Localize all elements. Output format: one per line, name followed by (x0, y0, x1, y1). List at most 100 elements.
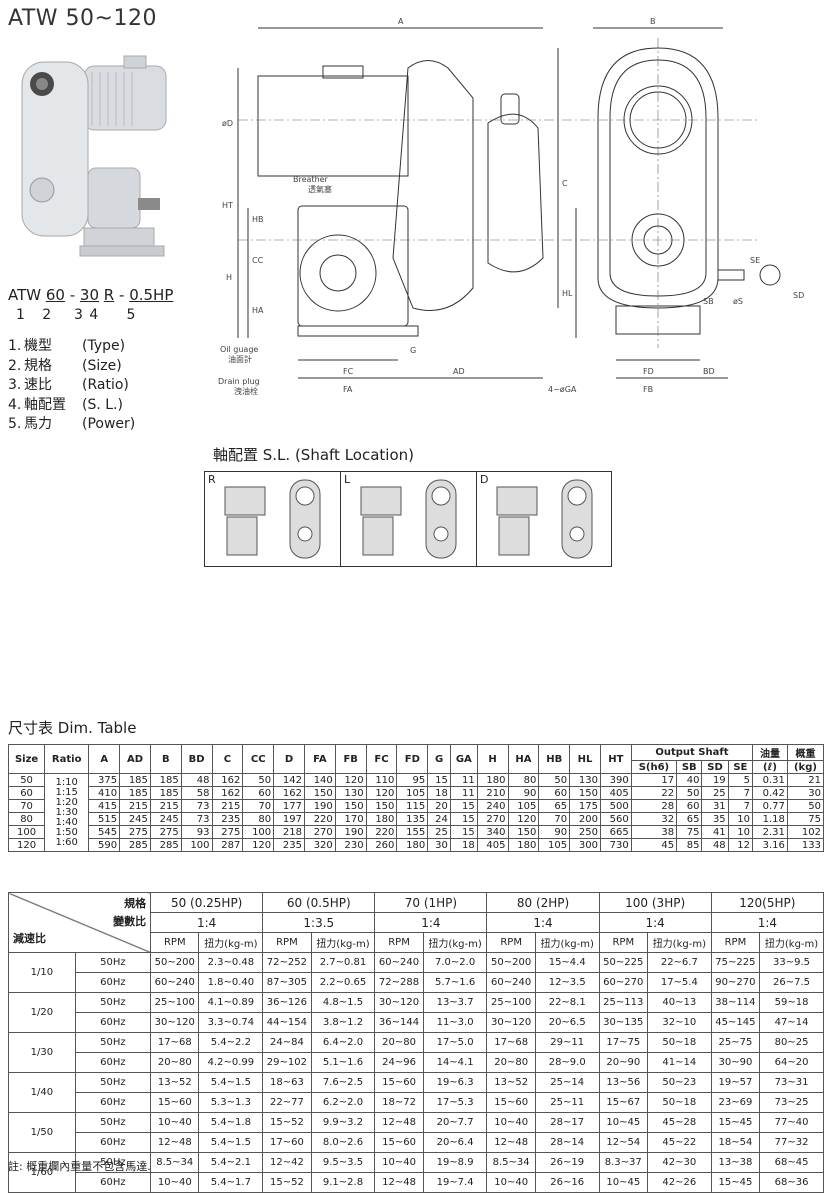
table-cell: 8.5~34 (486, 1152, 536, 1173)
table-cell: 300 (569, 838, 601, 852)
technical-drawing: A B C øD HT HB H CC HA HL FC FA AD FD FB… (218, 17, 804, 396)
table-cell: 162 (273, 786, 305, 800)
table-cell: 285 (119, 838, 151, 852)
table-cell: 17 (630, 773, 678, 787)
table-cell: 15 (449, 812, 478, 826)
table-cell: 177 (273, 799, 305, 813)
table-cell: 6.4~2.0 (310, 1032, 376, 1053)
table-cell: CC (242, 744, 275, 774)
table-cell: 35 (701, 812, 729, 826)
table-cell: 32~10 (646, 1012, 712, 1033)
table-cell: 150 (303, 786, 336, 800)
product-photo (14, 48, 174, 266)
table-cell: A (88, 744, 121, 774)
table-cell: 36~144 (374, 1012, 424, 1033)
table-cell: 60~240 (150, 972, 200, 993)
table-cell: 概重 (786, 744, 825, 761)
table-cell: 200 (569, 812, 601, 826)
table-cell: 545 (88, 825, 121, 839)
table-cell: 0.42 (752, 786, 788, 800)
table-cell: 28~17 (534, 1112, 600, 1133)
table-cell: 1:15 (55, 786, 78, 798)
table-cell: 120 (334, 773, 367, 787)
table-cell: 12~48 (486, 1132, 536, 1153)
table-cell: 14~4.1 (422, 1052, 488, 1073)
table-cell: 4.8~1.5 (310, 992, 376, 1013)
table-cell: 13~3.7 (422, 992, 488, 1013)
table-cell: 15 (427, 773, 451, 787)
table-cell: 75~225 (710, 952, 761, 973)
table-cell: 3.8~1.2 (310, 1012, 376, 1033)
legend-row: 3.速比(Ratio) (8, 377, 129, 393)
table-cell: 70 (1HP) (374, 892, 488, 913)
table-cell: 1:4 (150, 912, 264, 933)
table-cell: 665 (599, 825, 632, 839)
table-cell: 25 (701, 786, 729, 800)
table-cell: 7.6~2.5 (310, 1072, 376, 1093)
table-cell: 28 (630, 799, 678, 813)
table-cell: AD (119, 744, 151, 774)
table-cell: 20 (427, 799, 451, 813)
table-cell: 12~3.5 (534, 972, 600, 993)
table-cell: Output Shaft (630, 744, 754, 761)
table-cell: 90 (507, 786, 540, 800)
table-cell: 油量 (752, 744, 788, 761)
table-cell: 50Hz (74, 1032, 152, 1053)
table-cell: 7 (727, 786, 754, 800)
table-cell: 20~6.4 (422, 1132, 488, 1153)
table-cell: 36~126 (262, 992, 312, 1013)
table-cell: 85 (676, 838, 703, 852)
table-cell: 375 (88, 773, 121, 787)
dim-ha-label: HA (252, 306, 264, 315)
table-cell: 23~69 (710, 1092, 761, 1113)
shaft-location-r: R (205, 472, 341, 566)
table-cell: 140 (303, 773, 336, 787)
table-cell: 220 (365, 825, 398, 839)
table-cell: 77~32 (759, 1132, 824, 1153)
table-cell: 扭力(kg-m) (534, 932, 600, 953)
table-cell: (kg) (786, 760, 825, 774)
table-cell: 70 (7, 799, 46, 813)
table-cell: 19~57 (710, 1072, 761, 1093)
table-cell: 285 (149, 838, 182, 852)
table-cell: 18 (449, 838, 478, 852)
table-cell: 65 (676, 812, 703, 826)
table-cell: 1:10 (55, 776, 78, 788)
table-cell: 30~120 (150, 1012, 200, 1033)
gear-housing (392, 60, 474, 311)
table-cell: 60 (7, 786, 46, 800)
table-cell: 50 (786, 799, 825, 813)
table-cell: 5.4~1.7 (198, 1172, 264, 1193)
table-cell: 1.18 (752, 812, 788, 826)
table-cell: 70 (538, 812, 571, 826)
table-cell: 80 (507, 773, 540, 787)
table-cell: 24~84 (262, 1032, 312, 1053)
dim-g-label: G (410, 346, 416, 355)
drain-plug-zh-label: 洩油栓 (234, 386, 258, 396)
table-cell: 180 (507, 838, 540, 852)
table-cell: 162 (211, 786, 244, 800)
table-cell: 25~100 (150, 992, 200, 1013)
dim-sd-label: SD (793, 291, 804, 300)
table-cell: 20~80 (150, 1052, 200, 1073)
shaft-d-icon (496, 479, 593, 559)
table-cell: 44~154 (262, 1012, 312, 1033)
table-cell: 50~18 (646, 1032, 712, 1053)
table-cell: 65 (538, 799, 571, 813)
table-cell: 扭力(kg-m) (422, 932, 488, 953)
table-cell: 245 (119, 812, 151, 826)
table-cell: 3.3~0.74 (198, 1012, 264, 1033)
table-cell: 100 (7, 825, 46, 839)
table-cell: 415 (88, 799, 121, 813)
table-cell: 40 (676, 773, 703, 787)
table-cell: SB (676, 760, 703, 774)
table-cell: 13~52 (150, 1072, 200, 1093)
model-size: 60 (45, 286, 65, 304)
table-cell: 25 (427, 825, 451, 839)
dim-a-label: A (398, 17, 404, 26)
dim-ga-label: 4−øGA (548, 385, 577, 394)
table-cell: 28~9.0 (534, 1052, 600, 1073)
